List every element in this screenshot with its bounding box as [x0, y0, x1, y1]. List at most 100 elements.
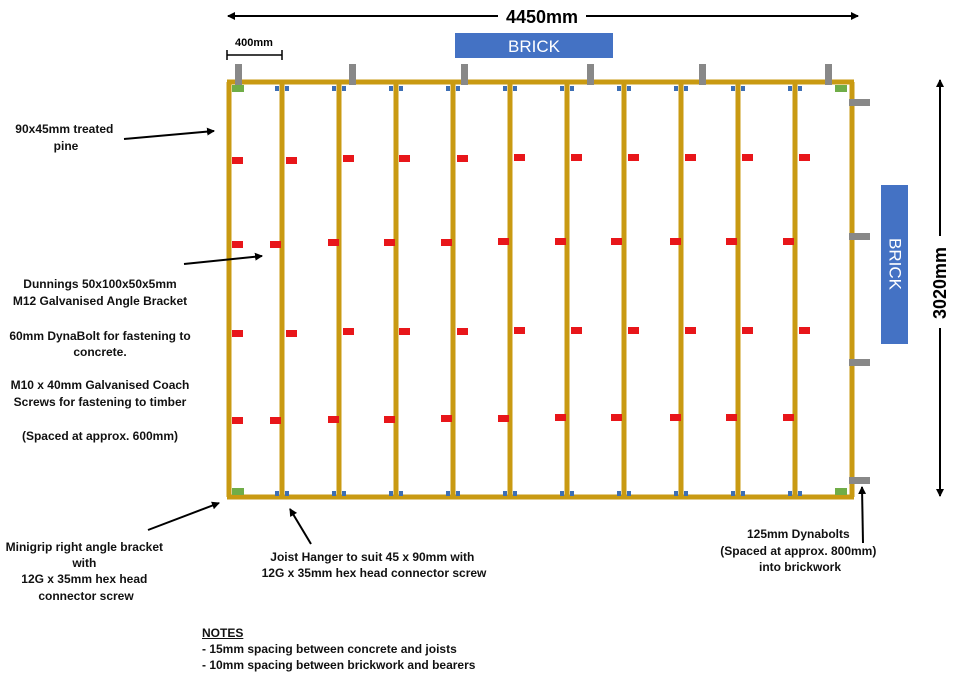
- notes-item-1: - 15mm spacing between concrete and jois…: [202, 642, 457, 656]
- joist-hanger: [399, 491, 403, 496]
- joist-hanger: [674, 491, 678, 496]
- angle-bracket: [670, 414, 681, 421]
- joist-hanger: [570, 86, 574, 91]
- minigrip-bracket: [835, 85, 847, 92]
- minigrip-bracket: [835, 488, 847, 495]
- angle-bracket: [232, 330, 243, 337]
- angle-bracket: [232, 157, 243, 164]
- angle-bracket: [514, 154, 525, 161]
- height-dimension-label: 3020mm: [930, 247, 950, 319]
- dynabolt: [235, 64, 242, 85]
- joist-hanger: [684, 491, 688, 496]
- joist-hanger: [731, 491, 735, 496]
- angle-bracket: [343, 328, 354, 335]
- angle-bracket: [399, 328, 410, 335]
- minigrip-label: Minigrip right angle bracket with 12G x …: [6, 540, 167, 603]
- angle-bracket: [685, 327, 696, 334]
- joist-hanger: [456, 491, 460, 496]
- joist-hanger: [684, 86, 688, 91]
- joist-hanger: [446, 491, 450, 496]
- angle-bracket: [742, 327, 753, 334]
- angle-bracket: [799, 154, 810, 161]
- angle-bracket: [457, 155, 468, 162]
- joist-hanger: [788, 86, 792, 91]
- angle-bracket: [384, 416, 395, 423]
- joist-hanger: [285, 86, 289, 91]
- joist-hanger: [342, 86, 346, 91]
- angle-bracket: [571, 327, 582, 334]
- angle-bracket: [726, 238, 737, 245]
- joist-hanger: [332, 86, 336, 91]
- joist-hanger: [389, 491, 393, 496]
- joist-hanger: [798, 491, 802, 496]
- joist-hanger: [389, 86, 393, 91]
- pine-arrow: [123, 127, 215, 140]
- dynabolt: [849, 99, 870, 106]
- pine-label: 90x45mm treated pine: [15, 122, 116, 153]
- joist-hanger-label: Joist Hanger to suit 45 x 90mm with 12G …: [262, 550, 487, 580]
- angle-bracket: [783, 238, 794, 245]
- dynabolt: [699, 64, 706, 85]
- joist-hanger: [627, 491, 631, 496]
- angle-bracket: [441, 239, 452, 246]
- dynabolt: [461, 64, 468, 85]
- joist-hanger: [627, 86, 631, 91]
- minigrip-bracket: [232, 85, 244, 92]
- timber-frame: [226, 79, 855, 500]
- angle-bracket: [286, 157, 297, 164]
- joist-hanger: [399, 86, 403, 91]
- dynabolt: [825, 64, 832, 85]
- angle-bracket: [498, 415, 509, 422]
- angle-bracket: [441, 415, 452, 422]
- angle-bracket: [457, 328, 468, 335]
- joist-hanger: [560, 491, 564, 496]
- angle-bracket: [611, 414, 622, 421]
- joist-hanger: [788, 491, 792, 496]
- fixings: [232, 64, 870, 496]
- angle-bracket: [742, 154, 753, 161]
- joist-hanger: [513, 491, 517, 496]
- angle-bracket: [286, 330, 297, 337]
- angle-bracket: [232, 417, 243, 424]
- angle-bracket: [783, 414, 794, 421]
- angle-bracket: [270, 241, 281, 248]
- dynabolt: [349, 64, 356, 85]
- notes: NOTES - 15mm spacing between concrete an…: [202, 625, 475, 673]
- joist-hanger: [332, 491, 336, 496]
- angle-bracket: [670, 238, 681, 245]
- angle-bracket: [628, 154, 639, 161]
- angle-bracket: [399, 155, 410, 162]
- minigrip-bracket: [232, 488, 244, 495]
- joist-hanger: [617, 86, 621, 91]
- dynabolt: [849, 233, 870, 240]
- minigrip-arrow: [147, 501, 220, 531]
- notes-item-2: - 10mm spacing between brickwork and bea…: [202, 658, 476, 672]
- joist-hanger: [503, 86, 507, 91]
- dynabolt-arrow: [858, 486, 867, 544]
- angle-bracket: [328, 239, 339, 246]
- angle-bracket: [628, 327, 639, 334]
- joist-hanger: [446, 86, 450, 91]
- angle-bracket: [555, 414, 566, 421]
- angle-bracket: [799, 327, 810, 334]
- dynabolts-label: 125mm Dynabolts (Spaced at approx. 800mm…: [720, 527, 879, 574]
- angle-bracket: [328, 416, 339, 423]
- brick-wall-top-label: BRICK: [508, 37, 561, 56]
- dynabolt: [849, 359, 870, 366]
- joist-hanger: [285, 491, 289, 496]
- angle-bracket: [611, 238, 622, 245]
- joist-hanger: [560, 86, 564, 91]
- joist-hanger: [741, 86, 745, 91]
- angle-bracket: [498, 238, 509, 245]
- joist-hanger: [617, 491, 621, 496]
- angle-bracket: [571, 154, 582, 161]
- brick-wall-right: [881, 185, 908, 344]
- joist-hanger: [513, 86, 517, 91]
- notes-heading: NOTES: [202, 626, 244, 640]
- joist-hanger: [798, 86, 802, 91]
- joist-hanger: [731, 86, 735, 91]
- angle-bracket: [555, 238, 566, 245]
- angle-bracket: [270, 417, 281, 424]
- angle-bracket: [685, 154, 696, 161]
